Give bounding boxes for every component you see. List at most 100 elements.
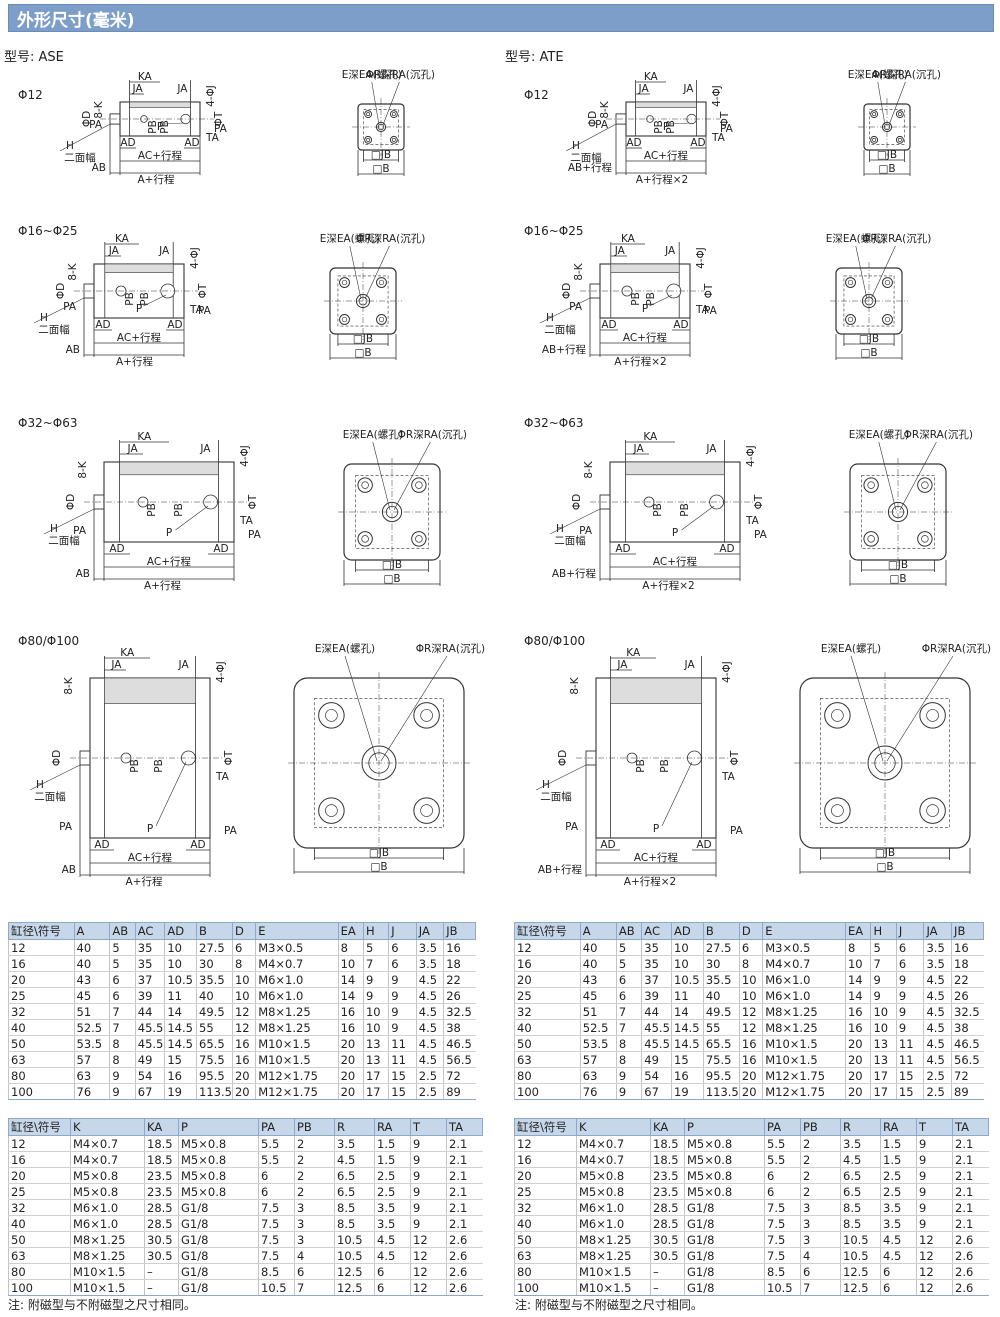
table-cell: 7.5 (764, 1247, 801, 1264)
b-label: □B (878, 163, 895, 175)
pa-label: PA (754, 529, 768, 541)
p-label: P (166, 527, 172, 539)
table-cell: 10.5 (840, 1247, 881, 1264)
table-cell: 2.6 (446, 1263, 483, 1280)
table-cell: 7.5 (764, 1231, 801, 1248)
table-cell: 10 (738, 971, 763, 988)
table-cell: 12 (514, 1135, 577, 1152)
flat-label: 二面幅 (64, 151, 96, 164)
a-label: A+行程×2 (614, 355, 666, 368)
table-cell: 80 (514, 1263, 577, 1280)
table-cell: 2.5 (880, 1167, 917, 1184)
table-cell: M6×1.0 (762, 987, 846, 1004)
table-cell: 3 (800, 1215, 841, 1232)
table-cell: 5.5 (258, 1151, 295, 1168)
table-cell: 8 (844, 939, 871, 956)
table-cell: 9 (870, 971, 897, 988)
table-cell: 11 (895, 1035, 924, 1052)
table-header-cell: KA (650, 1118, 685, 1136)
table-cell: 10 (164, 955, 197, 972)
table-cell: 3.5 (334, 1135, 375, 1152)
table-cell: 6 (895, 939, 924, 956)
ta-label: TA (205, 132, 220, 144)
table-cell: M4×0.7 (70, 1151, 145, 1168)
table-cell: 4.5 (923, 987, 952, 1004)
table-cell: M5×0.8 (70, 1167, 145, 1184)
table-header-cell: 缸径\符号 (514, 922, 581, 940)
r-label: ΦR深RA(沉孔) (366, 68, 435, 81)
table-cell: 16 (844, 1019, 871, 1036)
d-label: ΦD (557, 750, 569, 766)
table-cell: 20 (514, 1167, 577, 1184)
table-cell: 30.5 (650, 1247, 685, 1264)
table-cell: 40 (702, 987, 740, 1004)
table-cell: 2.6 (952, 1263, 989, 1280)
table-cell: M5×0.8 (576, 1167, 651, 1184)
table-header-cell: AB (109, 922, 136, 940)
table-cell: 10.5 (671, 971, 704, 988)
table-cell: 17 (362, 1067, 389, 1084)
table-cell: 63 (579, 1067, 617, 1084)
r-label: ΦR深RA(沉孔) (922, 642, 991, 655)
table-cell: 6.5 (334, 1183, 375, 1200)
table-cell: 4.5 (415, 987, 444, 1004)
d-label: ΦD (81, 111, 93, 127)
table-cell: 32.5 (951, 1003, 984, 1020)
pa-label: PA (224, 825, 238, 837)
jb-label: □JB (888, 559, 908, 571)
b-label: □B (372, 163, 389, 175)
table-cell: 4.5 (923, 1051, 952, 1068)
table-cell: 43 (73, 971, 110, 988)
table-cell: 16 (738, 1035, 763, 1052)
pb-label: PB (147, 120, 159, 134)
table-cell: 3.5 (374, 1199, 411, 1216)
model-ase: 型号: ASE (4, 50, 64, 65)
table-cell: 32 (514, 1199, 577, 1216)
table-header-cell: 缸径\符号 (8, 1118, 71, 1136)
table-cell: 14 (337, 971, 364, 988)
table-cell: 9 (410, 1183, 447, 1200)
table-cell: M10×1.5 (70, 1279, 145, 1296)
table-cell: 6 (231, 939, 256, 956)
table-cell: 8 (231, 955, 256, 972)
table-cell: 11 (671, 987, 704, 1004)
table-cell: 12.5 (840, 1279, 881, 1296)
table-cell: 46.5 (951, 1035, 984, 1052)
table-cell: 40 (514, 1215, 577, 1232)
table-cell: 44 (134, 1003, 165, 1020)
ab-label: AB+行程 (568, 161, 613, 174)
pb-label: PB (665, 120, 677, 134)
table-cell: 16 (844, 1003, 871, 1020)
table-cell: 67 (641, 1083, 672, 1100)
table-cell: 10 (337, 955, 364, 972)
table-cell: 16 (8, 955, 74, 972)
table-header-cell: AD (164, 922, 198, 940)
j-label: 4-ΦJ (239, 445, 251, 467)
a-label: A+行程 (138, 173, 175, 186)
table-cell: G1/8 (178, 1215, 259, 1232)
table-cell: 2.5 (374, 1167, 411, 1184)
table-cell: 6 (388, 955, 417, 972)
table-cell: 49 (641, 1051, 672, 1068)
table-cell: 2 (294, 1183, 335, 1200)
table-cell: 9 (615, 1083, 642, 1100)
pb-label: PB (159, 120, 171, 134)
bore-size-label: Φ32~Φ63 (524, 416, 584, 430)
table-cell: G1/8 (684, 1199, 765, 1216)
page-header: 外形尺寸(毫米) (8, 4, 994, 32)
ad-label: AD (109, 543, 124, 555)
table-header-cell: RA (374, 1118, 411, 1136)
table-cell: 95.5 (196, 1067, 233, 1084)
r-label: ΦR深RA(沉孔) (862, 232, 931, 245)
table-cell: G1/8 (178, 1263, 259, 1280)
table-cell: 3.5 (374, 1215, 411, 1232)
